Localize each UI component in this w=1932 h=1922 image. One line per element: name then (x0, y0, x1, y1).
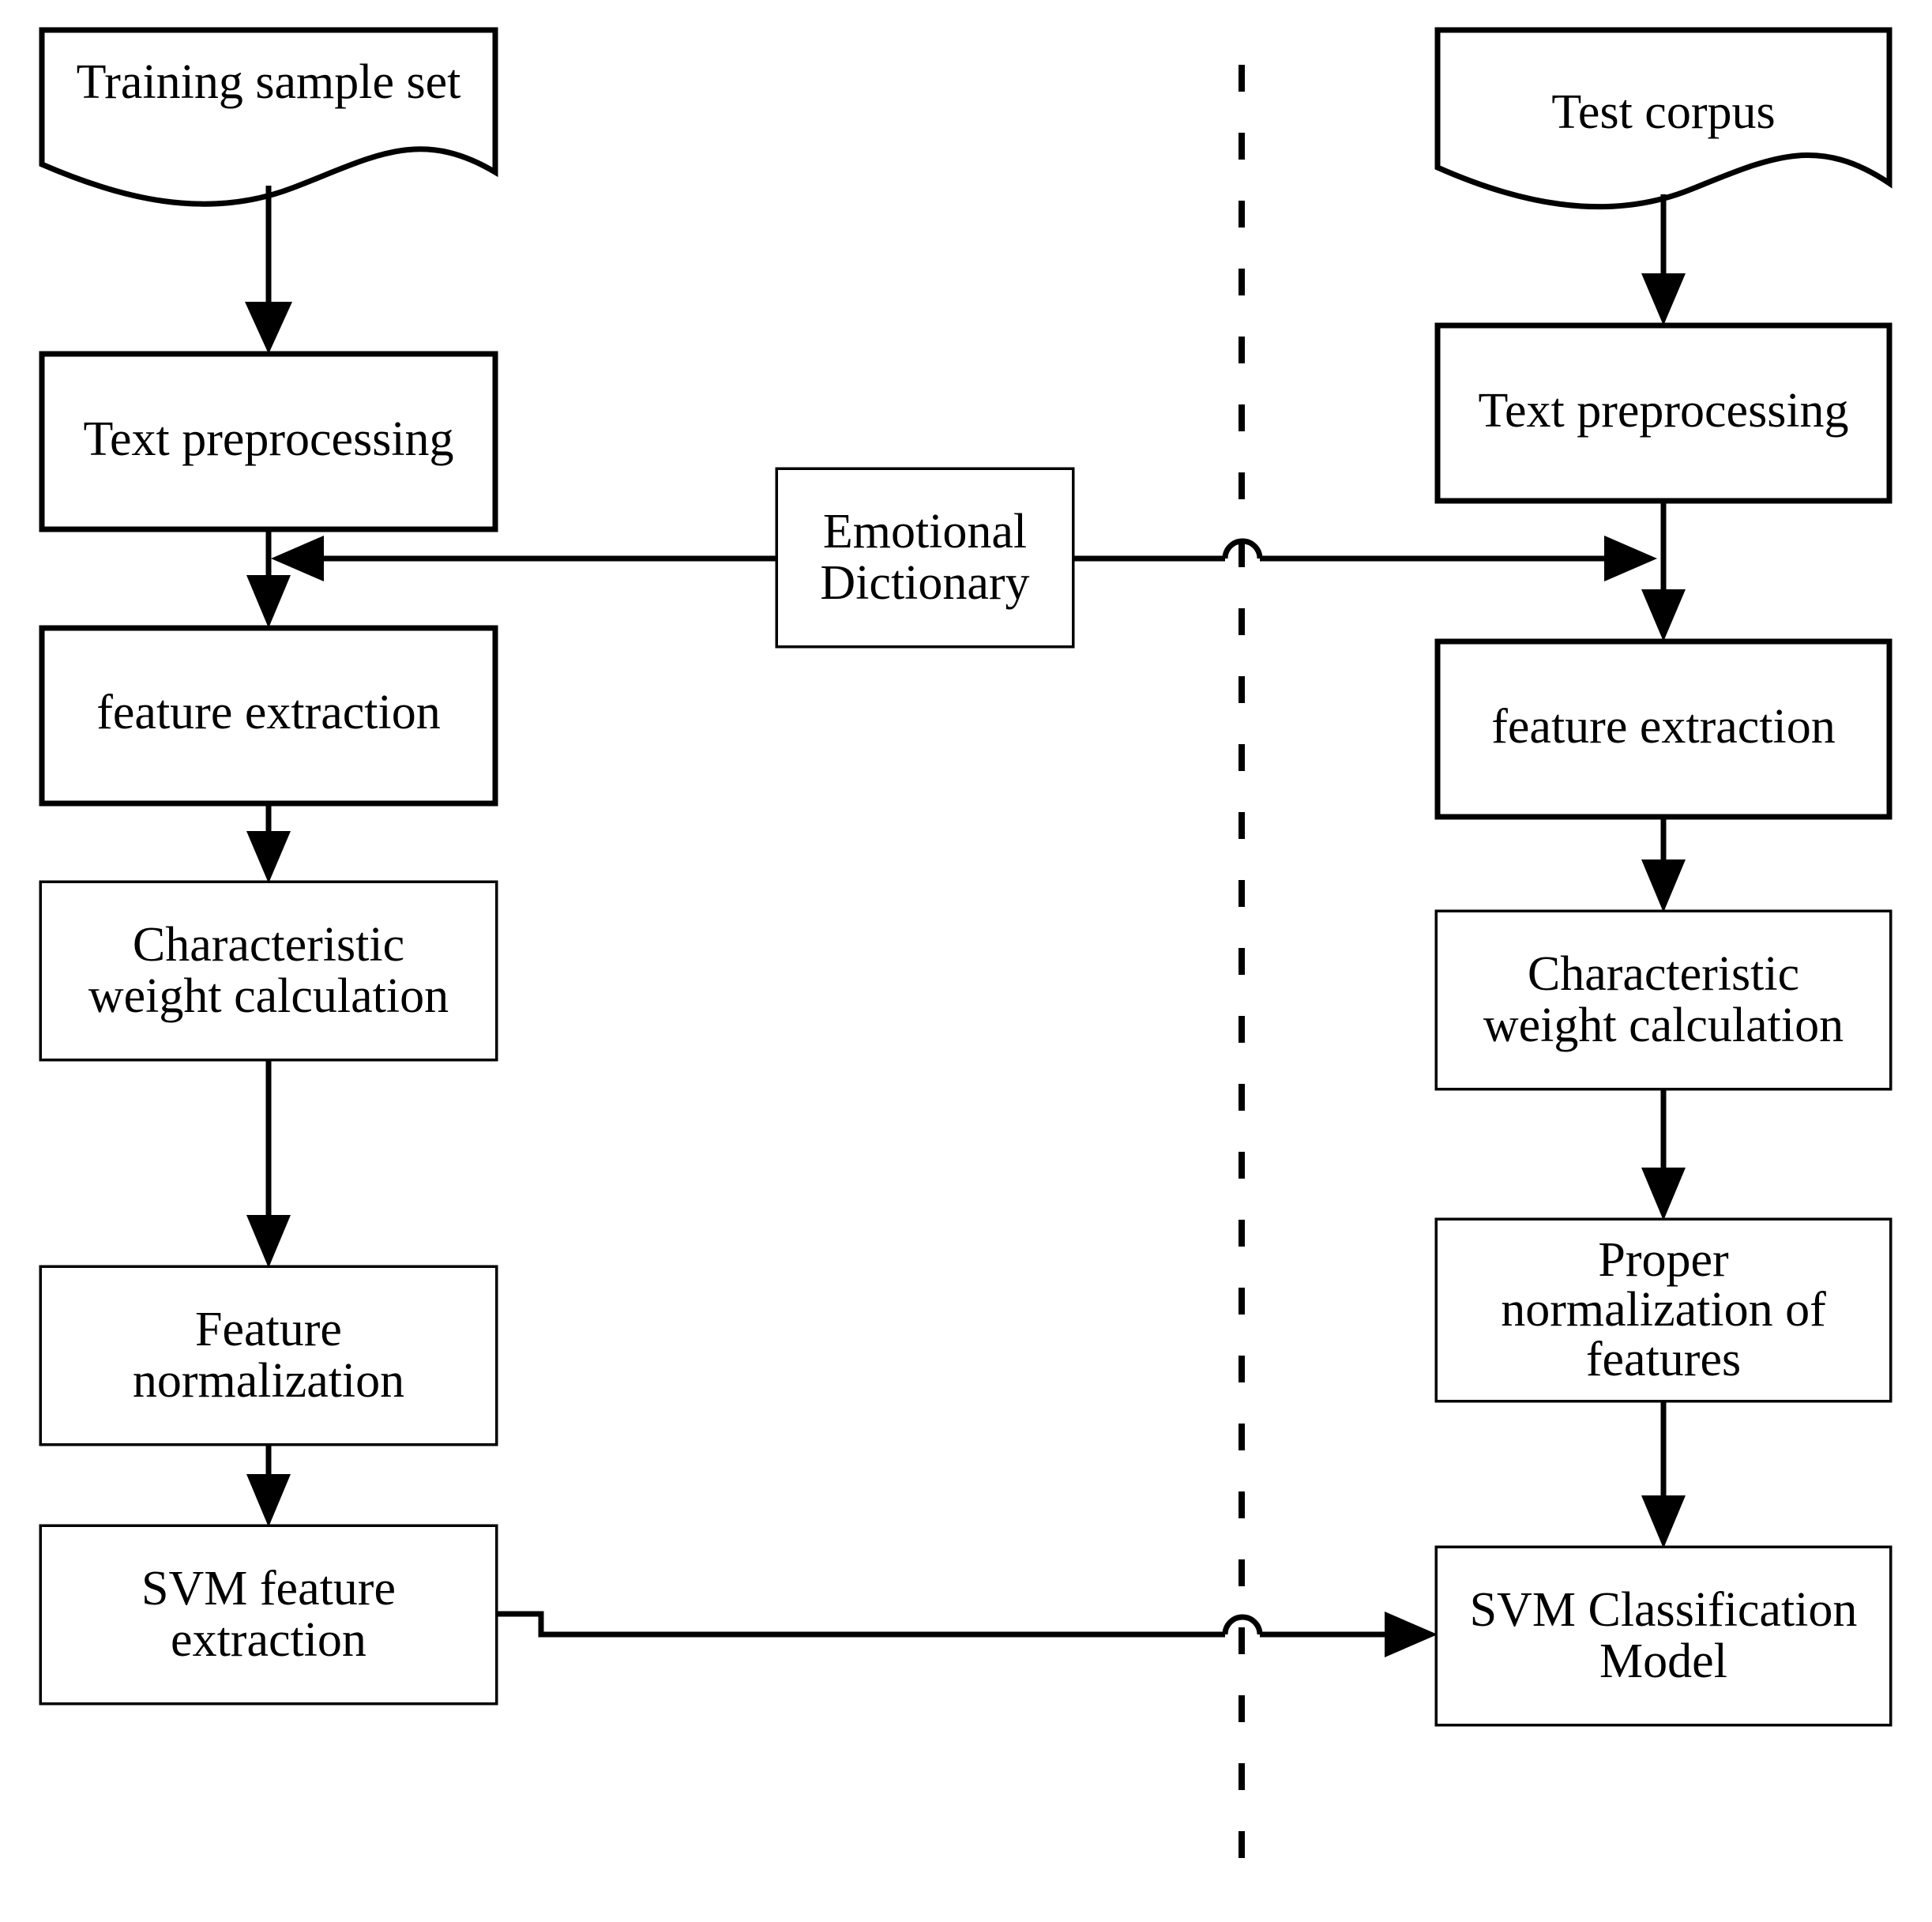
edge-preprocess-to-feature-left (246, 529, 291, 628)
edge-weight-to-normalization-right (1641, 1088, 1686, 1221)
svm-classification-model-box (1434, 1545, 1893, 1727)
edge-corpus-to-preprocess (1641, 194, 1686, 325)
edge-normalization-to-svm-left (246, 1443, 291, 1527)
node-svm-classification-model[interactable]: SVM Classification Model (1434, 1545, 1893, 1727)
edge-feature-to-weight-left (246, 803, 291, 883)
node-svm-feature-extraction[interactable]: SVM feature extraction (39, 1524, 498, 1706)
node-text-preprocessing-right[interactable]: Text preprocessing (1434, 322, 1893, 504)
node-feature-normalization[interactable]: Feature normalization (39, 1265, 498, 1446)
test-corpus-shape (1434, 27, 1893, 210)
node-characteristic-weight-calculation-right[interactable]: Characteristic weight calculation (1434, 909, 1893, 1091)
node-characteristic-weight-calculation-left[interactable]: Characteristic weight calculation (39, 880, 498, 1062)
node-feature-extraction-right[interactable]: feature extraction (1434, 638, 1893, 820)
text-preprocessing-left-box (39, 351, 498, 532)
characteristic-weight-left-box (39, 880, 498, 1062)
edge-svm-features-to-classifier (495, 1611, 1438, 1657)
edge-preprocess-to-feature-right (1641, 501, 1686, 641)
text-preprocessing-right-box (1434, 322, 1893, 504)
training-sample-set-shape (39, 27, 498, 207)
emotional-dictionary-box (775, 467, 1075, 649)
test-corpus-label: Test corpus (1551, 85, 1775, 139)
node-feature-extraction-left[interactable]: feature extraction (39, 625, 498, 807)
node-test-corpus[interactable]: Test corpus (1434, 27, 1893, 210)
node-emotional-dictionary[interactable]: Emotional Dictionary (775, 467, 1075, 649)
text-preprocessing-left-label: Text preprocessing (83, 412, 453, 466)
feature-normalization-box (39, 1265, 498, 1446)
training-sample-set-label: Training sample set (77, 55, 461, 109)
edge-normalization-to-svm-right (1641, 1400, 1686, 1548)
node-proper-normalization-of-features[interactable]: Proper normalization of features (1434, 1217, 1893, 1403)
characteristic-weight-right-box (1434, 909, 1893, 1091)
edge-dictionary-to-right-branch (1072, 536, 1657, 581)
edge-feature-to-weight-right (1641, 817, 1686, 912)
text-preprocessing-right-label: Text preprocessing (1478, 384, 1848, 438)
node-text-preprocessing-left[interactable]: Text preprocessing (39, 351, 498, 532)
edge-weight-to-normalization-left (246, 1059, 291, 1268)
edge-dictionary-to-left-branch (271, 536, 778, 581)
feature-extraction-right-label: feature extraction (1491, 700, 1835, 754)
feature-extraction-right-box (1434, 638, 1893, 820)
proper-normalization-box (1434, 1217, 1893, 1403)
node-training-sample-set[interactable]: Training sample set (39, 27, 498, 207)
edge-training-to-preprocess (245, 186, 292, 354)
svm-feature-extraction-box (39, 1524, 498, 1706)
feature-extraction-left-label: feature extraction (96, 686, 440, 739)
